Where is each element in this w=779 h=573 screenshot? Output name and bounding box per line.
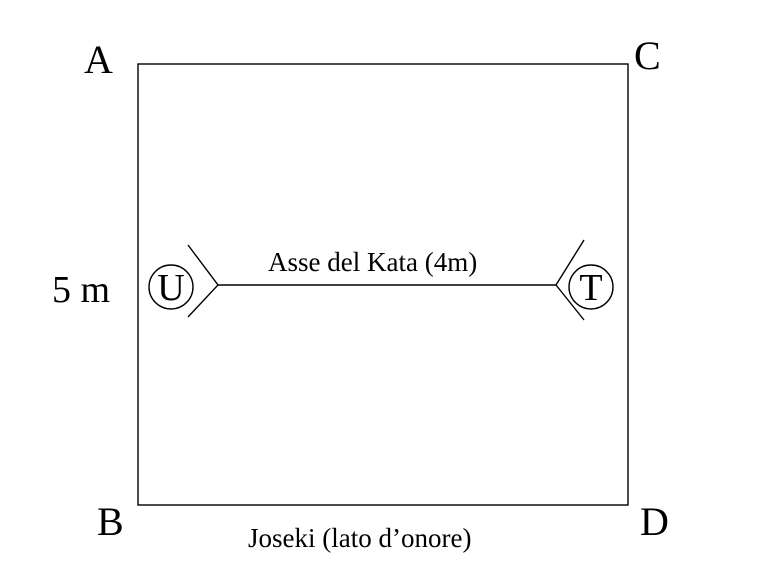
kata-axis-label: Asse del Kata (4m) xyxy=(268,247,477,277)
mat-square xyxy=(137,63,629,506)
right-chevron xyxy=(555,239,585,321)
joseki-label: Joseki (lato d’onore) xyxy=(248,523,471,553)
left-marker-letter: U xyxy=(157,267,184,309)
side-length-label: 5 m xyxy=(52,269,110,311)
corner-label-c: C xyxy=(634,33,661,78)
left-chevron xyxy=(187,244,219,318)
corner-label-a: A xyxy=(84,37,113,82)
right-marker-letter: T xyxy=(579,267,602,309)
left-marker-circle xyxy=(148,264,194,310)
right-marker-circle xyxy=(568,264,614,310)
corner-label-d: D xyxy=(640,499,669,544)
corner-label-b: B xyxy=(97,499,124,544)
